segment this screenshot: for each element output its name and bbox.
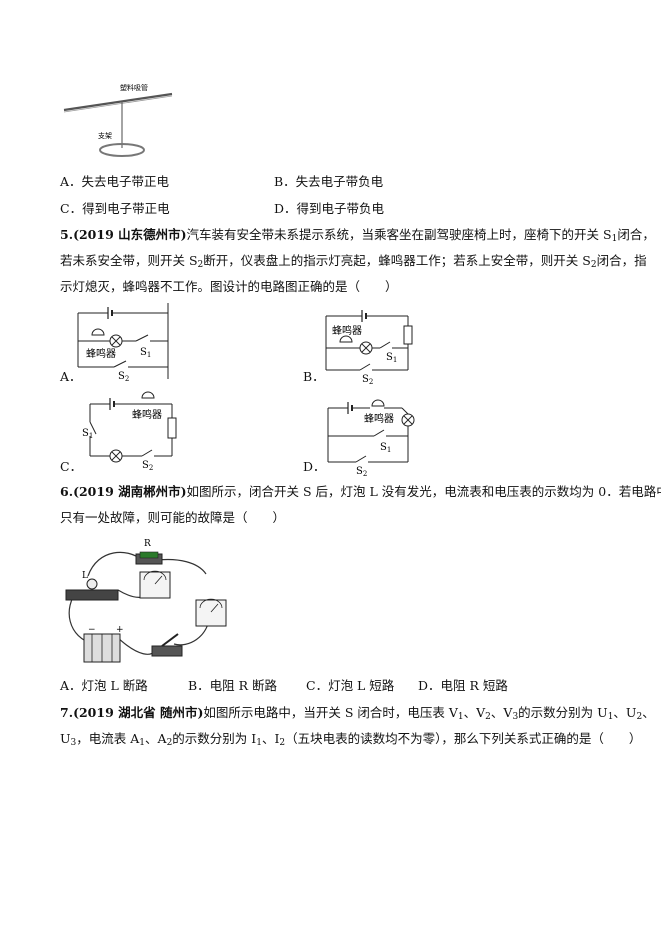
q7-line-1: 7.(2019 湖北省 随州市)如图所示电路中，当开关 S 闭合时，电压表 V1…	[60, 705, 655, 722]
q5-source: (2019 山东德州市)	[73, 227, 187, 242]
q5-circuit-c: 蜂鸣器 S1 S2	[82, 391, 177, 472]
q5-line-2: 若未系安全带，则开关 S2断开，仪表盘上的指示灯亮起，蜂鸣器工作；若系上安全带，…	[60, 253, 647, 270]
q4-option-c[interactable]: C．得到电子带正电	[60, 201, 170, 216]
q4-option-a[interactable]: A．失去电子带正电	[60, 174, 170, 189]
q5b-buzzer-label: 蜂鸣器	[332, 324, 362, 337]
q6-number: 6.	[60, 484, 74, 499]
q6-r-label: R	[144, 539, 151, 549]
straw-figure: 塑料吸管 支架	[63, 83, 173, 157]
q5-line-3: 示灯熄灭，蜂鸣器不工作。图设计的电路图正确的是（ ）	[60, 279, 398, 294]
q5-option-b[interactable]: B．	[303, 369, 325, 384]
q7-source: (2019 湖北省 随州市)	[73, 705, 204, 720]
q5d-s2-label: S2	[356, 466, 367, 478]
q5a-s2-label: S2	[118, 371, 129, 383]
q6-plus-label: +	[116, 625, 124, 635]
q5d-s1-label: S1	[380, 442, 391, 454]
q6-circuit-figure: R L − +	[65, 539, 227, 663]
q5-circuit-b: 蜂鸣器 S1 S2	[325, 310, 413, 386]
q5d-buzzer-label: 蜂鸣器	[364, 412, 394, 425]
q5-option-c[interactable]: C．	[60, 459, 83, 474]
q7-line-2: U3，电流表 A1、A2的示数分别为 I1、I2（五块电表的读数均不为零），那么…	[60, 731, 642, 748]
q6-minus-label: −	[88, 625, 96, 635]
straw-label: 塑料吸管	[120, 83, 148, 92]
q5-line-1: 5.(2019 山东德州市)汽车装有安全带未系提示系统，当乘客坐在副驾驶座椅上时…	[60, 227, 655, 244]
q5-option-a[interactable]: A．	[60, 369, 82, 384]
q6-source: (2019 湖南郴州市)	[73, 484, 187, 499]
q5a-buzzer-label: 蜂鸣器	[86, 347, 116, 360]
q6-option-c[interactable]: C．灯泡 L 短路	[306, 678, 395, 693]
q5c-s2-label: S2	[142, 460, 153, 472]
q6-l-label: L	[82, 571, 88, 581]
q5b-s1-label: S1	[386, 352, 397, 364]
q5-circuit-d: 蜂鸣器 S1 S2	[327, 399, 415, 478]
q5c-s1-label: S1	[82, 428, 93, 440]
q5b-s2-label: S2	[362, 374, 373, 386]
q5c-buzzer-label: 蜂鸣器	[132, 408, 162, 421]
q5a-s1-label: S1	[140, 347, 151, 359]
q4-option-d[interactable]: D．得到电子带负电	[274, 201, 385, 216]
q6-option-d[interactable]: D．电阻 R 短路	[418, 678, 508, 693]
q4-option-b[interactable]: B．失去电子带负电	[274, 174, 384, 189]
q5-circuit-a: 蜂鸣器 S1 S2	[77, 303, 169, 383]
q6-line-2: 只有一处故障，则可能的故障是（ ）	[60, 510, 286, 525]
q7-number: 7.	[60, 705, 74, 720]
q6-line-1: 6.(2019 湖南郴州市)如图所示，闭合开关 S 后，灯泡 L 没有发光，电流…	[60, 484, 661, 499]
stand-label: 支架	[98, 131, 112, 140]
q5-option-d[interactable]: D．	[303, 459, 326, 474]
q5-number: 5.	[60, 227, 74, 242]
q6-option-b[interactable]: B．电阻 R 断路	[188, 678, 278, 693]
q6-option-a[interactable]: A．灯泡 L 断路	[60, 678, 148, 693]
